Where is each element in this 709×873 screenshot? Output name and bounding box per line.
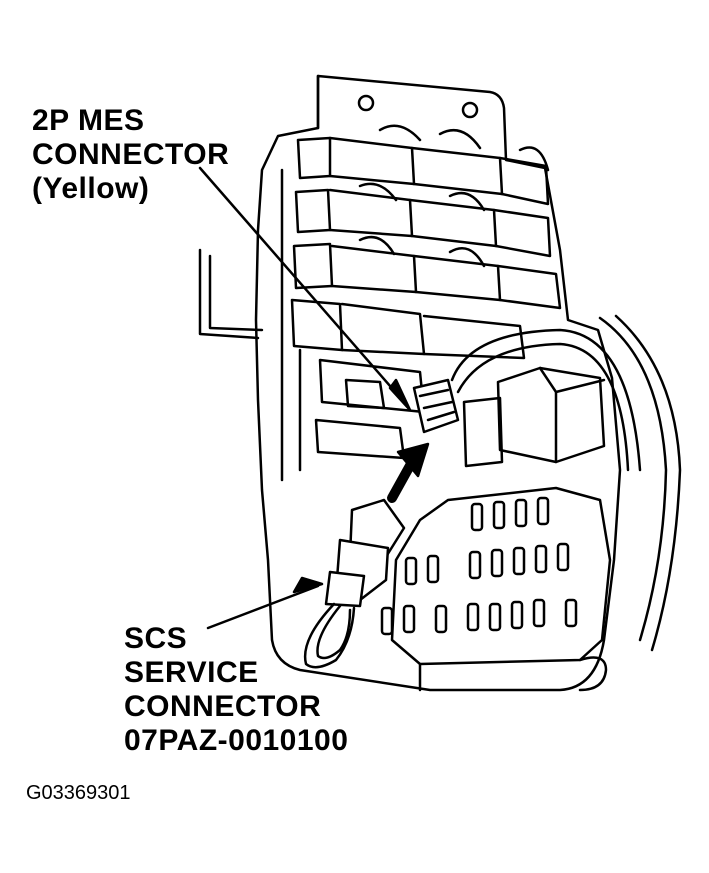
relay: [462, 366, 606, 468]
mes-connector-label: 2P MES CONNECTOR (Yellow): [32, 104, 229, 206]
figure-id: G03369301: [26, 782, 131, 804]
scs-connector-label: SCS SERVICE CONNECTOR 07PAZ-0010100: [124, 622, 348, 758]
mes-label-line-1: 2P MES: [32, 104, 145, 137]
scs-label-line-4: 07PAZ-0010100: [124, 724, 349, 757]
mes-connector-icon: [412, 378, 460, 434]
mes-label-line-3: (Yellow): [32, 172, 150, 205]
relay-block: [280, 124, 562, 482]
fuse-box-body: [198, 74, 622, 692]
insertion-arrow-icon: [387, 442, 430, 503]
scs-label-line-2: SERVICE: [124, 656, 259, 689]
wire-harness: [450, 314, 682, 652]
scs-label-line-1: SCS: [124, 622, 188, 655]
scs-connector-icon: [303, 498, 406, 669]
scs-label-line-3: CONNECTOR: [124, 690, 322, 723]
leader-lines: [198, 166, 412, 630]
mes-label-line-2: CONNECTOR: [32, 138, 230, 171]
fuse-panel: [380, 486, 612, 692]
